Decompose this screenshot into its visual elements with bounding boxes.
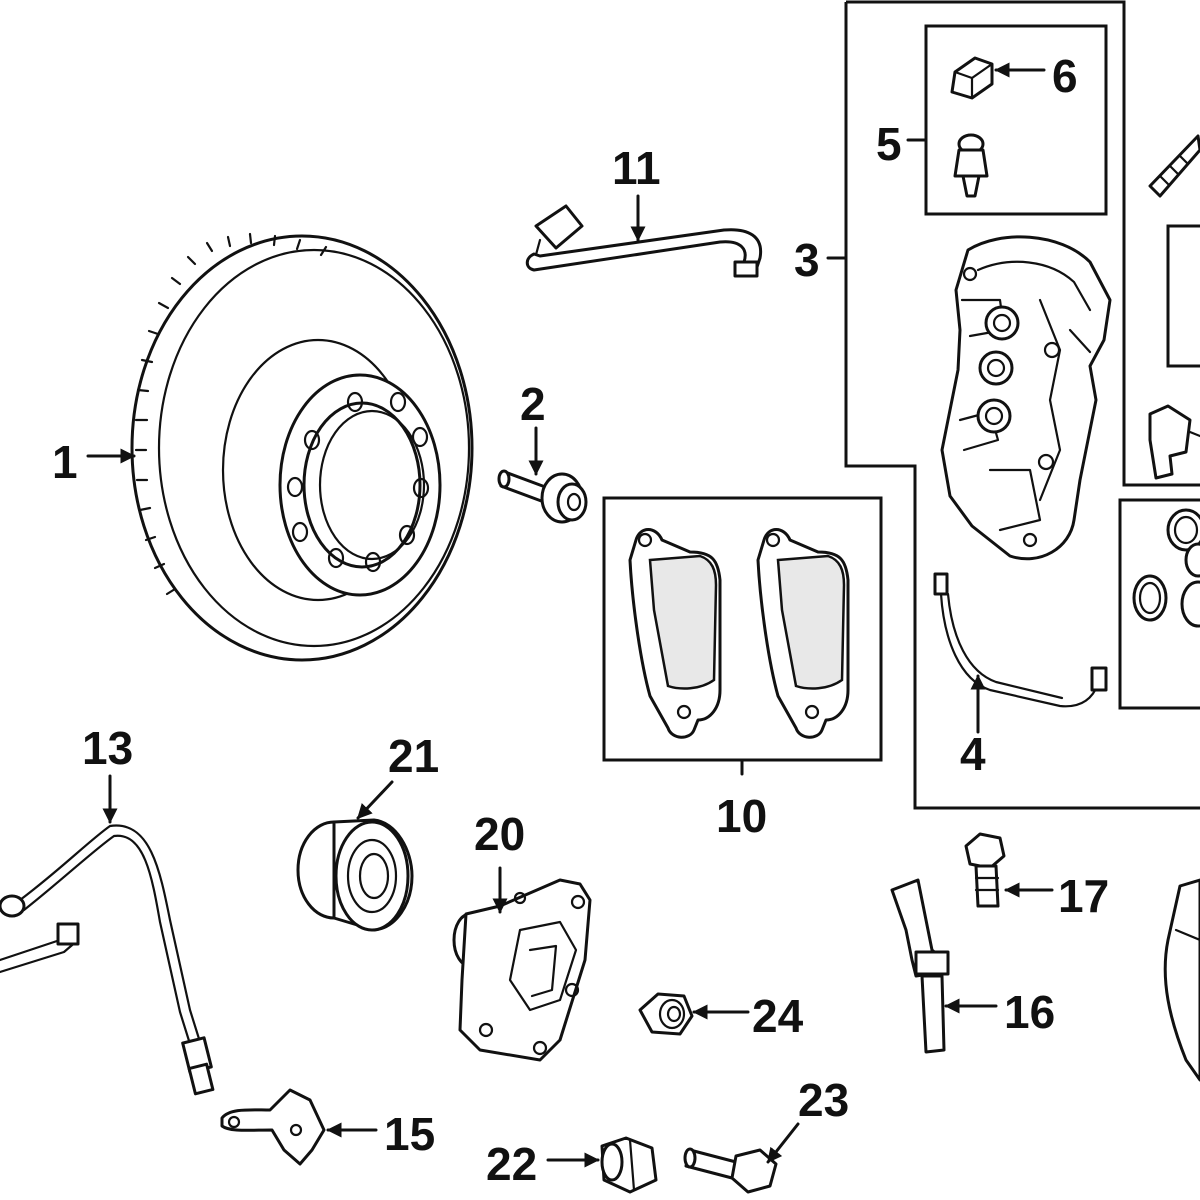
callout-15: 15 xyxy=(384,1108,435,1160)
spring-clip-partial xyxy=(1148,404,1200,480)
bushing xyxy=(600,1136,658,1194)
rotor-bolt-holes xyxy=(286,391,430,573)
pad-wear-sensor-right xyxy=(933,572,1108,708)
callout-20: 20 xyxy=(474,808,525,860)
callout-23: 23 xyxy=(798,1074,849,1126)
wheel-bearing xyxy=(296,818,414,932)
brake-hose xyxy=(0,824,215,1096)
brake-rotor xyxy=(130,232,474,662)
callout-17: 17 xyxy=(1058,870,1109,922)
piston-seals-partial xyxy=(1132,508,1200,628)
callout-13: 13 xyxy=(82,722,133,774)
callout-16: 16 xyxy=(1004,986,1055,1038)
callout-24: 24 xyxy=(752,990,804,1042)
leader-lines xyxy=(86,62,1054,1168)
callout-3: 3 xyxy=(794,234,820,286)
pad-wear-sensor-top xyxy=(525,204,763,278)
seal-kit-box xyxy=(1118,498,1200,710)
callout-2: 2 xyxy=(520,378,546,430)
wheel-hub xyxy=(452,878,592,1062)
sensor-bolt xyxy=(964,832,1006,908)
brake-pad-left xyxy=(628,528,722,739)
callout-21: 21 xyxy=(388,730,439,782)
abs-speed-sensor xyxy=(890,878,950,1054)
callout-4: 4 xyxy=(960,728,986,780)
callout-11: 11 xyxy=(612,142,661,194)
hardware-kit-box xyxy=(1166,224,1200,368)
brake-caliper xyxy=(940,235,1112,561)
rotor-vent-ticks xyxy=(134,232,328,596)
callout-6: 6 xyxy=(1052,50,1078,102)
caliper-bolt-partial xyxy=(1148,134,1200,198)
guide-pin-clip xyxy=(950,56,994,100)
hub-nut xyxy=(638,992,694,1036)
hub-bolt xyxy=(683,1147,778,1194)
pin-kit-box xyxy=(924,24,1108,216)
callout-5: 5 xyxy=(876,118,902,170)
guide-pin xyxy=(953,133,989,198)
dust-shield-partial xyxy=(1163,878,1200,1082)
callout-labels: 1 2 3 4 5 6 10 11 13 15 16 17 20 21 22 2… xyxy=(52,50,1109,1190)
callout-1: 1 xyxy=(52,436,78,488)
brake-pad-right xyxy=(756,528,850,739)
callout-22: 22 xyxy=(486,1138,537,1190)
caliper-assembly-box xyxy=(844,0,1200,810)
callout-10: 10 xyxy=(716,790,767,842)
rotor-bolt xyxy=(497,469,588,524)
hose-bracket xyxy=(220,1088,326,1166)
